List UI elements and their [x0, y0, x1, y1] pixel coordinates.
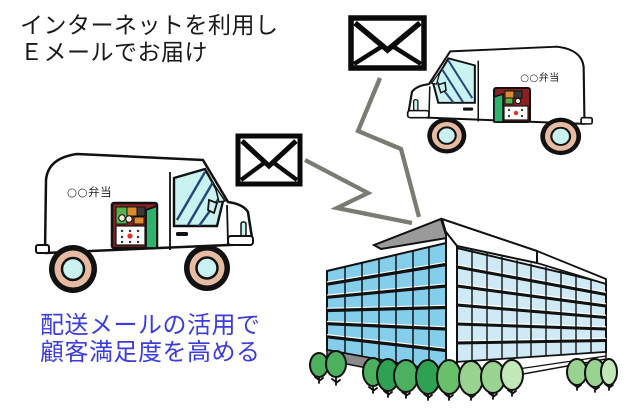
tree [458, 360, 484, 401]
caption-line-2: 顧客満足度を高める [40, 337, 261, 366]
tree [309, 352, 329, 384]
left-face-floor-lines [326, 262, 447, 353]
lightning-bolt-left [304, 158, 413, 226]
right-face-mullions [471, 249, 592, 361]
tree [325, 350, 347, 386]
tree [436, 359, 462, 401]
headline-line-2: Ｅメールでお届け [20, 40, 208, 67]
van-label-right: ○○弁当 [520, 71, 559, 84]
headline: インターネットを利用し Ｅメールでお届け [20, 13, 279, 67]
email-envelope-icon-top [348, 15, 427, 71]
headline-line-1: インターネットを利用し [20, 13, 279, 39]
email-envelope-icon-left [235, 133, 303, 187]
caption-line-1: 配送メールの活用で [40, 311, 261, 339]
tree [393, 359, 419, 399]
bento-logo-left [110, 201, 159, 250]
left-face-mullions [344, 247, 430, 369]
tree [600, 358, 618, 391]
caption: 配送メールの活用で 顧客満足度を高める [40, 312, 261, 366]
trees [309, 350, 618, 401]
bento-logo-right [493, 87, 531, 123]
tree [566, 358, 588, 391]
left-face-floor-highlights [326, 261, 447, 349]
delivery-van-left: ○○弁当 [36, 154, 253, 293]
van-label-left: ○○弁当 [67, 185, 112, 199]
delivery-van-right: ○○弁当 [408, 47, 592, 155]
tree [500, 359, 524, 397]
tree [480, 360, 506, 400]
lightning-bolt-right [355, 77, 422, 218]
